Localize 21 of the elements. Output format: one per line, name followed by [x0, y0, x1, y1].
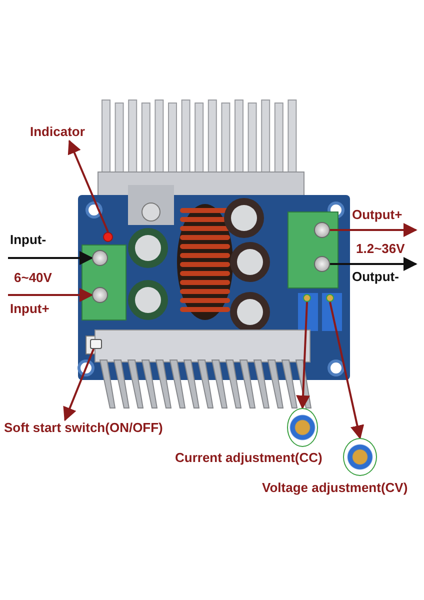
callout-label: Input-	[10, 232, 46, 248]
trimmer-potentiometer-drawing	[343, 438, 377, 476]
callout-label: Output+	[352, 207, 402, 223]
callout-label: Current adjustment(CC)	[175, 450, 322, 466]
leader-arrow	[296, 302, 310, 410]
voltage-range-label: 6~40V	[14, 270, 52, 286]
slide-switch	[90, 339, 102, 349]
leader-arrow	[8, 251, 94, 265]
callout-label: Indicator	[30, 124, 85, 140]
callout-label: Output-	[352, 269, 399, 285]
leader-arrow	[330, 223, 418, 237]
voltage-range-label: 1.2~36V	[356, 241, 405, 257]
leader-arrow	[63, 348, 95, 422]
callout-label: Input+	[10, 301, 50, 317]
leader-arrow	[330, 257, 418, 271]
leader-arrow	[68, 140, 109, 232]
callout-label: Soft start switch(ON/OFF)	[4, 420, 163, 436]
leader-arrow	[329, 302, 364, 440]
trimmer-potentiometer-drawing	[287, 408, 318, 447]
callout-label: Voltage adjustment(CV)	[262, 480, 408, 496]
leader-arrow	[8, 288, 94, 302]
